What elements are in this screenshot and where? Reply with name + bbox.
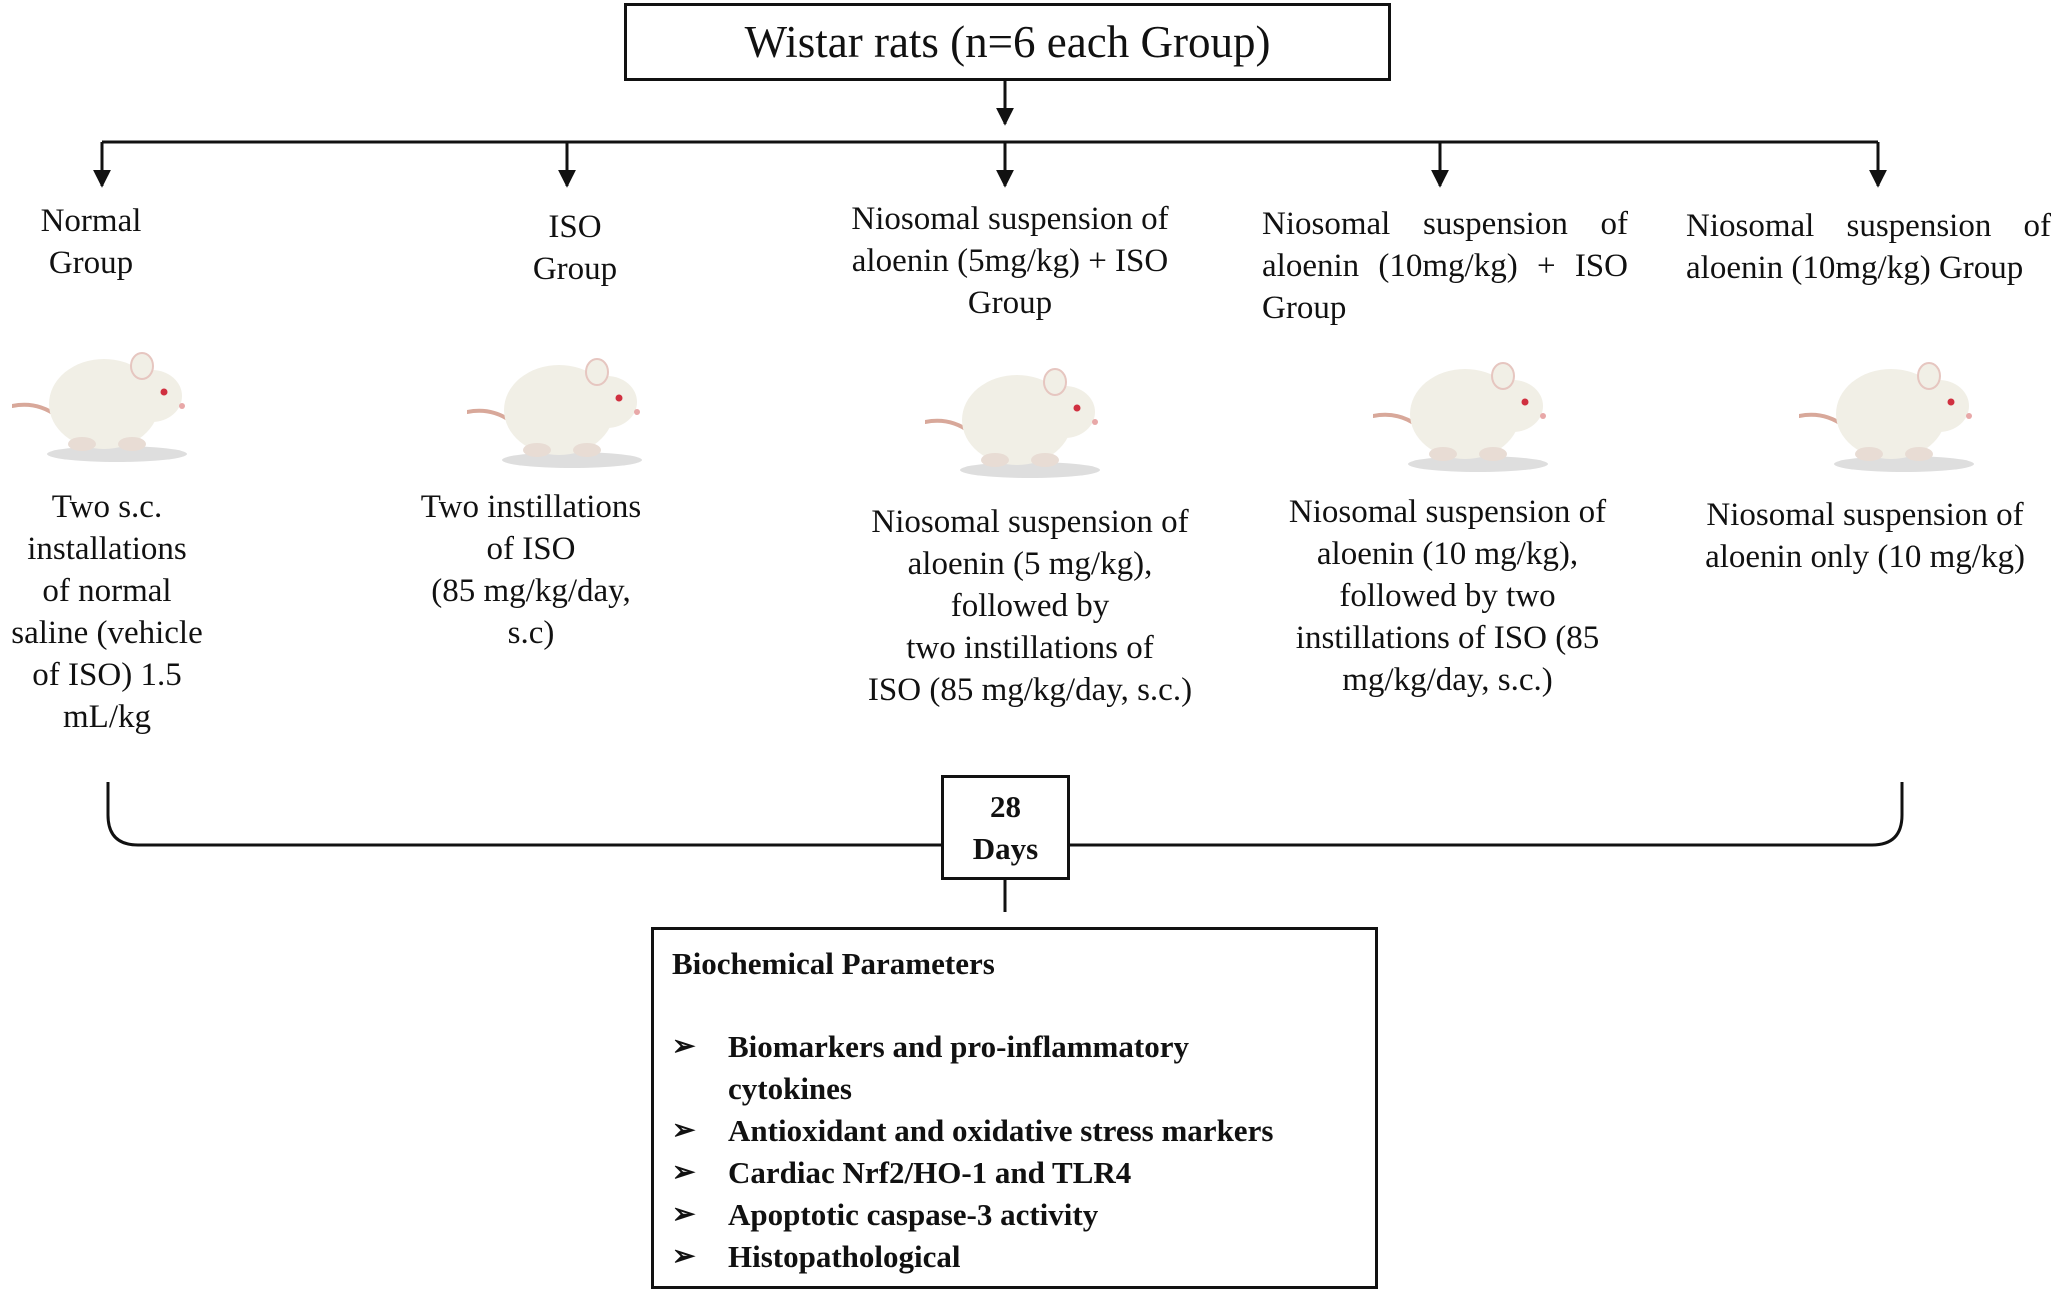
group-heading-aloenin-10-iso: Niosomal suspension of aloenin (10mg/kg)… [1262,206,1628,326]
root-title-box: Wistar rats (n=6 each Group) [624,3,1391,81]
group-heading-iso: ISO Group [532,209,618,287]
group-description-aloenin-5-iso: Niosomal suspension of aloenin (5 mg/kg)… [867,504,1193,708]
group-description-aloenin-10-iso: Niosomal suspension of aloenin (10 mg/kg… [1288,494,1607,698]
parameter-item: ➢ Cardiac Nrf2/HO-1 and TLR4 [672,1152,1357,1194]
group-heading-aloenin-5-iso: Niosomal suspension of aloenin (5mg/kg) … [851,201,1169,321]
root-title: Wistar rats (n=6 each Group) [744,17,1271,67]
duration-unit: Days [972,830,1039,866]
parameter-item: ➢ Apoptotic caspase-3 activity [672,1194,1357,1236]
arrowhead-bullet-icon: ➢ [672,1157,696,1188]
group-description-normal: Two s.c. installations of normal saline … [11,489,203,735]
parameter-item: ➢ Antioxidant and oxidative stress marke… [672,1110,1357,1152]
white-rat-icon [465,322,647,472]
duration-box: 28 Days [941,775,1070,880]
white-rat-icon [923,332,1105,482]
arrowhead-bullet-icon: ➢ [672,1115,696,1146]
white-rat-icon [10,316,192,466]
group-description-iso: Two instillations of ISO (85 mg/kg/day, … [420,489,642,651]
parameters-title: Biochemical Parameters [672,946,995,981]
parameter-item: ➢ Biomarkers and pro-inflammatory cytoki… [672,1026,1357,1110]
arrowhead-bullet-icon: ➢ [672,1241,696,1272]
parameter-item: ➢ Histopathological [672,1236,1357,1278]
group-heading-normal: Normal Group [40,203,142,281]
group-description-aloenin-10: Niosomal suspension of aloenin only (10 … [1705,497,2025,575]
arrowhead-bullet-icon: ➢ [672,1031,696,1062]
white-rat-icon [1797,326,1979,476]
group-heading-aloenin-10: Niosomal suspension of aloenin (10mg/kg)… [1686,208,2051,286]
white-rat-icon [1371,326,1553,476]
arrowhead-bullet-icon: ➢ [672,1199,696,1230]
biochemical-parameters-box: Biochemical Parameters ➢ Biomarkers and … [651,927,1378,1289]
parameters-list: ➢ Biomarkers and pro-inflammatory cytoki… [672,1026,1357,1278]
duration-number: 28 [990,788,1021,824]
